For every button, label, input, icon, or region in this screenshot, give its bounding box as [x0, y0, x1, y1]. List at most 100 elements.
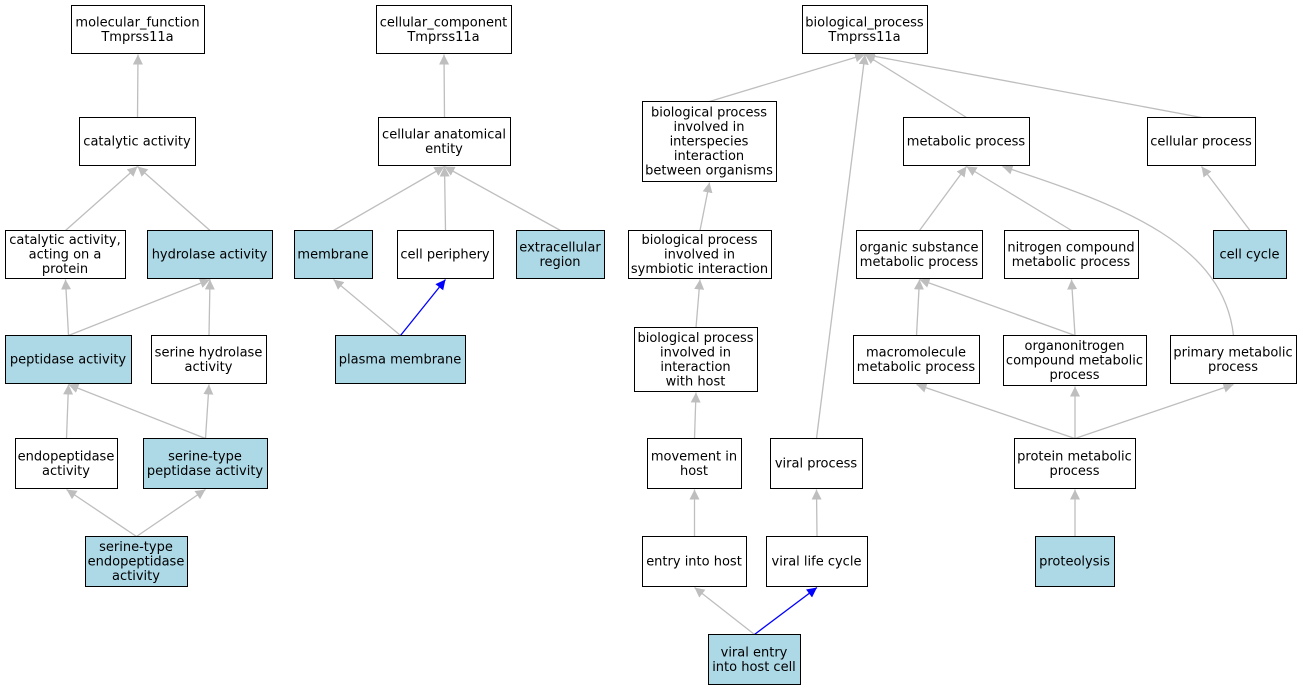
go-term-node-peptidase[interactable]: peptidase activity	[5, 335, 132, 384]
edge-plasma-membrane-to-membrane	[333, 279, 401, 336]
node-label-line: proteolysis	[1039, 555, 1110, 570]
node-label-line: Tmprss11a	[100, 30, 173, 45]
edge-peptidase-to-hydrolase	[68, 278, 211, 337]
go-term-node-cell-cycle[interactable]: cell cycle	[1213, 230, 1287, 279]
node-box	[1035, 536, 1115, 587]
node-label-line: involved in	[660, 345, 731, 360]
node-box	[376, 5, 512, 54]
node-box	[642, 101, 777, 182]
edge-viral-entry-to-viral-life	[754, 586, 818, 636]
node-label-line: molecular_function	[75, 15, 199, 30]
go-term-node-cellular-process[interactable]: cellular process	[1147, 117, 1256, 166]
edge-movement-to-with-host	[690, 392, 701, 439]
node-label-line: hydrolase activity	[152, 248, 268, 263]
go-term-node-catalytic[interactable]: catalytic activity	[79, 117, 196, 166]
node-box	[294, 230, 373, 279]
node-label-line: catalytic activity,	[9, 233, 121, 248]
node-box	[143, 438, 268, 489]
edge-symbiotic-to-interspecies	[699, 182, 713, 231]
edge-serine-peptidase-to-serine-hydrolase	[203, 384, 214, 439]
edge-layer	[61, 51, 1251, 636]
node-label-line: involved in	[664, 248, 735, 263]
node-label-line: biological process	[637, 331, 753, 346]
go-term-node-viral-process[interactable]: viral process	[770, 438, 863, 489]
node-label-line: biological_process	[805, 15, 924, 30]
node-box	[397, 230, 494, 279]
node-box	[15, 438, 118, 489]
go-term-node-metabolic[interactable]: metabolic process	[903, 117, 1030, 166]
node-box	[5, 335, 132, 384]
node-box	[1003, 335, 1147, 386]
go-term-node-entry[interactable]: entry into host	[642, 536, 747, 587]
node-label-line: organic substance	[860, 240, 979, 255]
node-box	[378, 117, 511, 166]
node-box	[1170, 335, 1297, 384]
node-label-line: Tmprss11a	[406, 30, 479, 45]
node-label-line: involved in	[673, 120, 744, 135]
edge-extracellular-to-anatomical	[444, 165, 561, 232]
node-label-line: activity	[42, 464, 90, 479]
node-label-line: organonitrogen	[1025, 339, 1125, 354]
node-label-line: Tmprss11a	[827, 30, 900, 45]
node-label-line: serine-type	[99, 540, 173, 555]
node-label-line: peptidase activity	[10, 353, 127, 368]
go-term-node-periphery[interactable]: cell periphery	[397, 230, 494, 279]
node-box	[85, 536, 188, 587]
go-term-node-plasma-membrane[interactable]: plasma membrane	[335, 335, 466, 384]
go-term-node-proteolysis[interactable]: proteolysis	[1035, 536, 1115, 587]
node-label-line: process	[1050, 464, 1100, 479]
node-label-line: interaction	[660, 360, 730, 375]
go-term-node-hydrolase[interactable]: hydrolase activity	[147, 230, 273, 279]
node-box	[634, 327, 758, 392]
go-term-node-membrane[interactable]: membrane	[294, 230, 373, 279]
node-label-line: extracellular	[519, 240, 601, 255]
go-term-node-viral-life[interactable]: viral life cycle	[766, 536, 868, 587]
node-label-line: between organisms	[645, 164, 773, 179]
edge-viral-entry-to-entry	[694, 586, 755, 636]
node-box	[628, 230, 772, 279]
node-box	[151, 335, 267, 384]
node-box	[1014, 438, 1136, 489]
node-label-line: endopeptidase	[88, 555, 185, 570]
node-box	[1147, 117, 1256, 166]
node-label-line: process	[1050, 368, 1100, 383]
edge-cellular-process-to-bp-root	[864, 51, 1202, 119]
node-label-line: acting on a	[29, 248, 102, 263]
node-label-line: cell periphery	[400, 248, 490, 263]
node-label-line: cellular process	[1150, 135, 1252, 150]
node-box	[1213, 230, 1287, 279]
edge-primary-to-metabolic	[1002, 164, 1235, 336]
node-label-line: endopeptidase	[18, 449, 115, 464]
edge-serine-endopeptidase-to-serine-peptidase	[136, 488, 206, 538]
node-box	[802, 5, 928, 54]
node-label-line: protein	[42, 262, 88, 277]
node-label-line: membrane	[297, 248, 368, 263]
node-label-line: biological process	[651, 106, 767, 121]
edge-plasma-membrane-to-periphery	[399, 279, 447, 336]
node-label-line: serine hydrolase	[155, 345, 263, 360]
node-box	[853, 335, 980, 384]
node-label-line: entry into host	[646, 555, 742, 570]
